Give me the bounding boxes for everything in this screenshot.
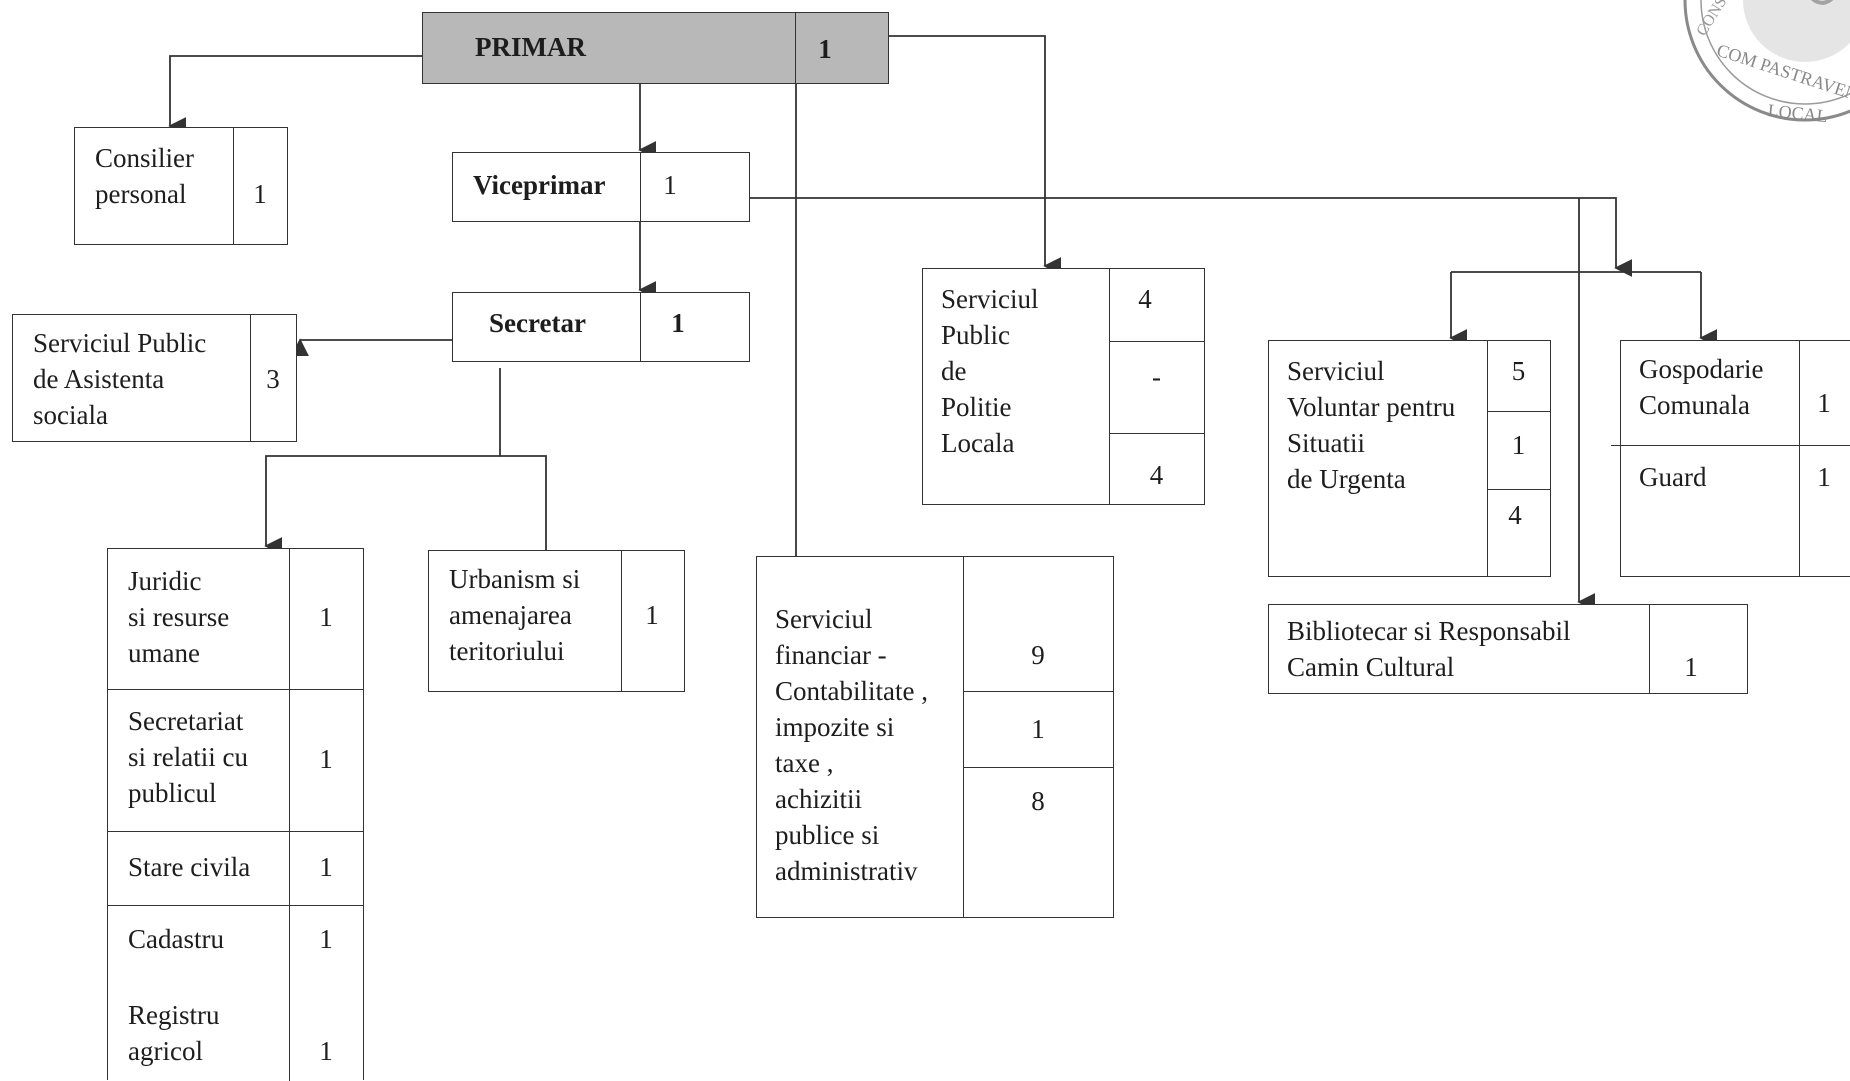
secretariat-row-label: Secretariat si relatii cu publicul — [128, 706, 248, 808]
gospodarie-count: 1 — [1817, 388, 1831, 418]
financiar-row-sep-1 — [963, 691, 1113, 692]
biblioteca-box: Bibliotecar si Responsabil Camin Cultura… — [1268, 604, 1748, 694]
politie-row-sep-1 — [1109, 341, 1204, 342]
viceprimar-count: 1 — [663, 170, 677, 200]
gospodarie-divider — [1799, 341, 1800, 576]
urbanism-box: Urbanism si amenajarea teritoriului 1 — [428, 550, 685, 692]
consilier-count: 1 — [253, 179, 267, 209]
urbanism-divider — [621, 551, 622, 691]
financiar-divider — [963, 557, 964, 917]
gospodarie-label: Gospodarie Comunala — [1639, 354, 1764, 420]
link-primar-consilier — [168, 55, 422, 135]
urbanism-count: 1 — [645, 600, 659, 630]
juridic-row-sep-1 — [108, 689, 363, 690]
financiar-box: Serviciul financiar - Contabilitate , im… — [756, 556, 1114, 918]
politie-count-2: - — [1152, 362, 1161, 392]
juridic-row-sep-2 — [108, 831, 363, 832]
financiar-count-1: 9 — [1031, 640, 1045, 670]
viceprimar-label: Viceprimar — [473, 170, 606, 200]
financiar-row-sep-2 — [963, 767, 1113, 768]
politie-box: Serviciul Public de Politie Locala 4 - 4 — [922, 268, 1205, 505]
link-secretar-urbanism — [500, 455, 563, 575]
politie-divider — [1109, 269, 1110, 504]
secretar-count: 1 — [671, 308, 685, 338]
official-stamp: COM PASTRAVENI CONSILIUL LOCAL — [1683, 0, 1850, 126]
viceprimar-divider — [640, 153, 641, 221]
cadastru-row-count: 1 — [319, 924, 333, 954]
juridic-divider — [289, 549, 290, 1081]
link-secretar-branch — [264, 368, 501, 555]
link-primar-politie — [882, 35, 1062, 275]
juridic-row-count: 1 — [319, 602, 333, 632]
politie-count-3: 4 — [1149, 460, 1164, 490]
urbanism-label: Urbanism si amenajarea teritoriului — [449, 564, 581, 666]
asistenta-box: Serviciul Public de Asistenta sociala 3 — [12, 314, 297, 442]
biblioteca-count: 1 — [1684, 652, 1698, 682]
voluntar-count-1: 5 — [1511, 356, 1526, 386]
asistenta-count: 3 — [266, 364, 280, 394]
secretar-divider — [640, 293, 641, 361]
stare-civila-row-count: 1 — [319, 852, 333, 882]
cadastru-row-label: Cadastru — [128, 924, 224, 954]
viceprimar-box: Viceprimar 1 — [452, 152, 750, 222]
guard-label: Guard — [1639, 462, 1707, 492]
financiar-label: Serviciul financiar - Contabilitate , im… — [775, 604, 928, 886]
link-viceprimar-right — [750, 197, 1633, 277]
voluntar-row-sep-1 — [1487, 411, 1550, 412]
voluntar-label: Serviciul Voluntar pentru Situatii de Ur… — [1287, 356, 1456, 494]
secretar-label: Secretar — [489, 308, 586, 338]
primar-count: 1 — [818, 34, 832, 64]
voluntar-count-2: 1 — [1511, 430, 1526, 460]
svg-text:LOCAL: LOCAL — [1767, 100, 1829, 126]
primar-divider — [795, 13, 796, 83]
biblioteca-label: Bibliotecar si Responsabil Camin Cultura… — [1287, 616, 1571, 682]
consilier-divider — [233, 128, 234, 244]
voluntar-count-3: 4 — [1508, 500, 1522, 530]
juridic-row-sep-3 — [108, 905, 363, 906]
juridic-row-label: Juridic si resurse umane — [128, 566, 230, 668]
primar-label: PRIMAR — [475, 32, 586, 62]
biblioteca-divider — [1649, 605, 1650, 693]
financiar-count-3: 8 — [1031, 786, 1045, 816]
juridic-group-box: Juridic si resurse umane 1 Secretariat s… — [107, 548, 364, 1081]
guard-count: 1 — [1817, 462, 1831, 492]
secretariat-row-count: 1 — [319, 744, 333, 774]
voluntar-divider — [1487, 341, 1488, 576]
asistenta-label: Serviciul Public de Asistenta sociala — [33, 328, 207, 430]
asistenta-divider — [250, 315, 251, 441]
financiar-count-2: 1 — [1031, 714, 1045, 744]
politie-row-sep-2 — [1109, 433, 1204, 434]
consilier-label: Consilier personal — [95, 143, 194, 209]
stare-civila-row-label: Stare civila — [128, 852, 251, 882]
gospodarie-box: Gospodarie Comunala 1 Guard 1 — [1611, 340, 1850, 577]
politie-count-1: 4 — [1138, 284, 1152, 314]
consilier-box: Consilier personal 1 — [74, 127, 288, 245]
politie-label: Serviciul Public de Politie Locala — [941, 284, 1039, 458]
registru-row-label: Registru agricol — [128, 1000, 220, 1066]
voluntar-box: Serviciul Voluntar pentru Situatii de Ur… — [1268, 340, 1551, 577]
secretar-box: Secretar 1 — [452, 292, 750, 362]
registru-row-count: 1 — [319, 1036, 333, 1066]
gospodarie-row-sep — [1611, 445, 1850, 446]
primar-box: PRIMAR 1 — [422, 12, 889, 84]
voluntar-row-sep-2 — [1487, 489, 1550, 490]
